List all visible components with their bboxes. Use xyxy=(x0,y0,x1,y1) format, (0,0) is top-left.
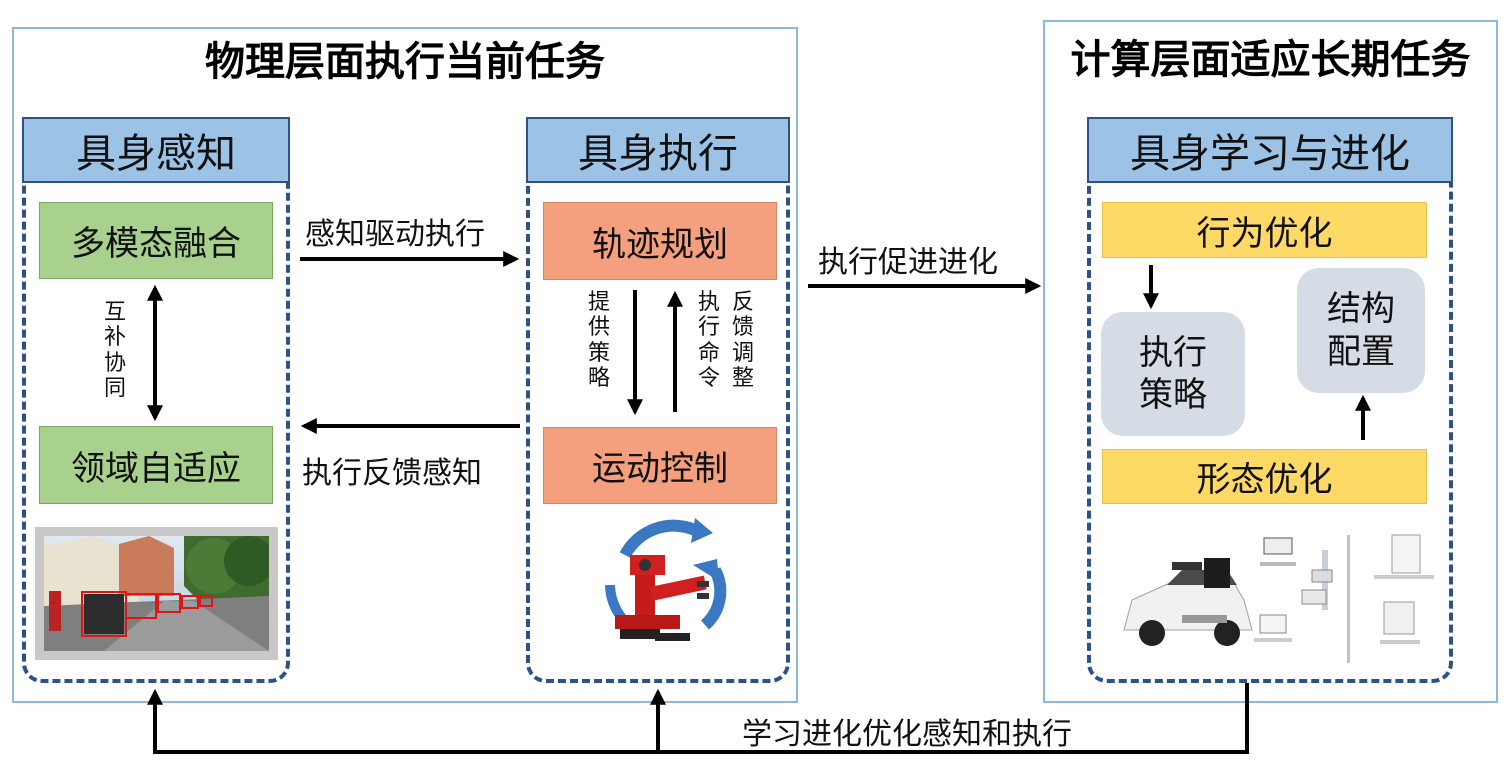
perception-drives-execution-label: 感知驱动执行 xyxy=(305,217,485,252)
morphology-optimization-box: 形态优化 xyxy=(1102,449,1427,504)
computational-layer-frame xyxy=(1043,20,1498,703)
provide-strategy-label: 提供策略 xyxy=(587,290,610,391)
learning-optimizes-label: 学习进化优化感知和执行 xyxy=(742,717,1072,752)
autonomous-vehicle-image xyxy=(1112,520,1442,665)
execute-command-label: 执行命令 xyxy=(697,290,720,391)
execution-strategy-box: 执行策略 xyxy=(1101,312,1245,436)
structure-configuration-box: 结构配置 xyxy=(1297,268,1425,393)
trajectory-planning-box: 轨迹规划 xyxy=(543,202,777,280)
domain-adaptation-box: 领域自适应 xyxy=(39,426,273,504)
behavior-optimization-box: 行为优化 xyxy=(1102,202,1427,258)
street-scene-image xyxy=(35,527,278,660)
physical-layer-frame xyxy=(12,27,798,703)
arrow-loop-to-perception xyxy=(147,683,1249,754)
physical-layer-title: 物理层面执行当前任务 xyxy=(205,39,605,85)
motion-control-box: 运动控制 xyxy=(543,427,777,504)
execution-header: 具身执行 xyxy=(526,117,790,183)
execution-promotes-evolution-label: 执行促进进化 xyxy=(818,245,998,280)
feedback-adjust-label: 反馈调整 xyxy=(731,290,754,391)
computational-layer-title: 计算层面适应长期任务 xyxy=(1070,37,1471,83)
perception-header: 具身感知 xyxy=(22,117,290,183)
robot-arm-image xyxy=(595,515,745,650)
multimodal-fusion-box: 多模态融合 xyxy=(39,202,273,279)
execution-feedback-perception-label: 执行反馈感知 xyxy=(302,456,482,491)
learning-header: 具身学习与进化 xyxy=(1087,117,1453,183)
complementary-label: 互补协同 xyxy=(103,300,126,401)
